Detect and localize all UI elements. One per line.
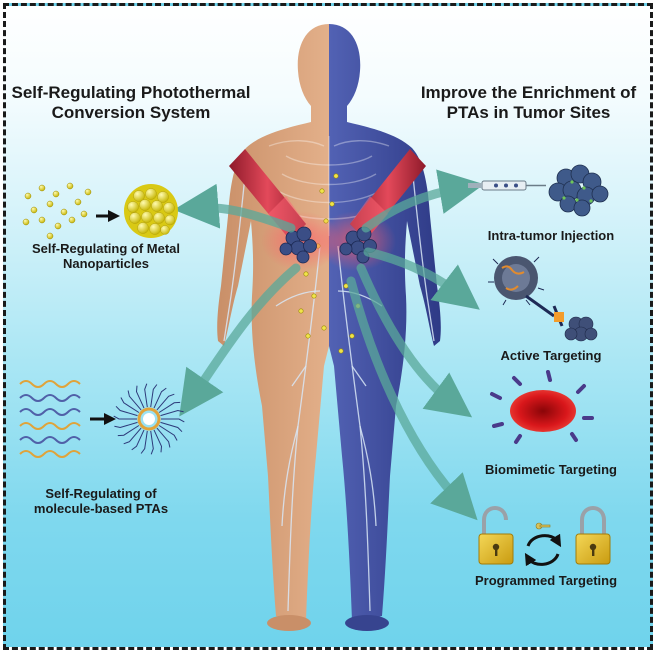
arrow-to-injection <box>361 169 485 233</box>
micelle-ray <box>135 385 145 409</box>
right-heading: Improve the Enrichment of PTAs in Tumor … <box>406 83 650 123</box>
micelle-ray <box>156 427 171 448</box>
programmed-targeting-caption: Programmed Targeting <box>474 573 618 588</box>
arrow-to-molecule-pta <box>179 263 301 417</box>
illustration-canvas <box>19 24 611 631</box>
micelle-ray <box>127 390 142 411</box>
arrow-to-programmed <box>346 276 478 521</box>
left-heading: Self-Regulating Photothermal Conversion … <box>6 83 256 123</box>
micelle-icon <box>113 383 185 455</box>
flow-arrows <box>173 169 485 521</box>
micelle-ray <box>150 384 158 408</box>
micelle-ray <box>158 425 178 441</box>
key-icon <box>535 522 551 530</box>
cycle-arrows-icon <box>524 533 562 567</box>
molecule-pta-caption: Self-Regulating of molecule-based PTAs <box>6 486 196 517</box>
micelle-ray <box>113 415 137 420</box>
gold-nanoparticle-cluster-icon <box>22 182 178 240</box>
padlock-icon <box>478 506 611 565</box>
injection-caption: Intra-tumor Injection <box>487 228 615 243</box>
metal-np-caption-line2: Nanoparticles <box>63 256 149 272</box>
micelle-ray <box>161 418 185 423</box>
molecule-pta-caption-line2: molecule-based PTAs <box>33 501 169 517</box>
micelle-ray <box>160 421 183 433</box>
metal-np-caption: Self-Regulating of Metal Nanoparticles <box>6 241 206 272</box>
molecule-chains-icon <box>19 380 81 458</box>
micelle-ray <box>115 405 138 417</box>
micelle-ray <box>120 397 140 413</box>
micelle-ray <box>140 430 148 454</box>
micelle-ray <box>156 393 175 411</box>
biomimetic-targeting-caption: Biomimetic Targeting <box>485 462 617 477</box>
syringe-icon <box>468 180 546 191</box>
right-heading-line2: PTAs in Tumor Sites <box>446 103 611 123</box>
left-heading-line2: Conversion System <box>51 103 211 123</box>
right-heading-line1: Improve the Enrichment of <box>420 83 637 102</box>
micelle-ray <box>117 425 140 437</box>
arrow-to-active <box>363 247 480 310</box>
left-heading-line1: Self-Regulating Photothermal <box>11 83 251 102</box>
arrow-to-biomimetic <box>356 263 473 418</box>
micelle-ray <box>150 430 154 455</box>
tumor-left <box>279 226 317 264</box>
antibody-cell-icon <box>488 256 598 342</box>
micelle-ray <box>131 429 145 451</box>
micelle-ray <box>153 387 167 409</box>
arrow-to-metal-np <box>173 183 296 233</box>
red-blood-cell-icon <box>490 370 594 444</box>
micelle-ray <box>158 401 181 413</box>
micelle-ray <box>123 427 142 445</box>
tumor-cluster-icon <box>548 164 609 217</box>
micelle-ray <box>114 421 138 429</box>
micelle-ray <box>144 383 148 408</box>
micelle-ray <box>153 429 163 453</box>
figure-frame: Self-Regulating Photothermal Conversion … <box>3 3 653 650</box>
metal-np-caption-line1: Self-Regulating of Metal <box>31 241 181 256</box>
active-targeting-caption: Active Targeting <box>500 348 602 363</box>
molecule-pta-caption-line1: Self-Regulating of <box>45 486 157 501</box>
micelle-ray <box>160 409 184 417</box>
